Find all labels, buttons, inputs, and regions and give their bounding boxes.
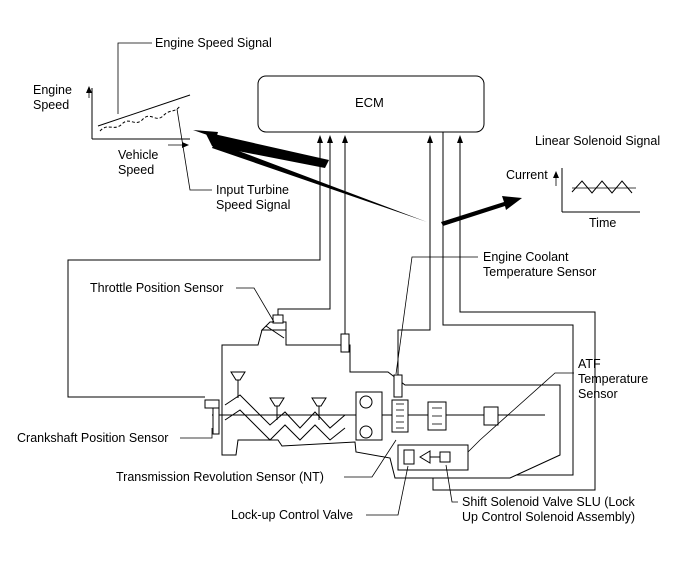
current-axis-label: Current [506,168,548,182]
linear-solenoid-signal-label: Linear Solenoid Signal [535,134,661,148]
current-signal-wave [571,180,633,194]
leader-lines [180,256,574,516]
shift-solenoid-valve-label-1: Shift Solenoid Valve SLU (Lock [462,495,635,509]
coolant-sensor [340,333,350,353]
engine-speed-signal-line [97,94,191,127]
ecm-box [257,75,485,133]
crankshaft-position-sensor-label: Crankshaft Position Sensor [17,431,169,445]
atf-label-3: Sensor [578,387,618,401]
time-axis-label: Time [589,216,617,230]
engine-speed-axis-label-2: Speed [33,98,70,112]
throttle-position-sensor-label: Throttle Position Sensor [90,281,224,295]
input-turbine-label-2: Speed Signal [216,198,291,212]
torque-converter [355,391,383,441]
vehicle-speed-axis-label-2: Speed [118,163,155,177]
clutch-pack-1 [391,399,409,433]
output-gear [483,406,499,426]
linear-solenoid-graph [553,168,640,213]
lock-up-control-valve-label: Lock-up Control Valve [231,508,354,522]
nt-sensor [393,374,403,398]
shift-solenoid-valve-slu [439,451,451,463]
engine-speed-signal-label: Engine Speed Signal [155,36,272,50]
vehicle-speed-axis-label-1: Vehicle [118,148,159,162]
lock-up-control-valve [403,449,415,465]
shift-solenoid-valve-label-2: Up Control Solenoid Assembly) [462,510,635,524]
transmission-revolution-sensor-label: Transmission Revolution Sensor (NT) [116,470,324,484]
throttle-body [260,314,287,339]
engine-coolant-label-1: Engine Coolant [483,250,569,264]
ecm-to-graph-arrow-body [205,132,329,168]
ecm-to-solenoid-graph-arrow [441,196,522,226]
atf-label-2: Temperature [578,372,649,386]
engine-speed-graph [86,42,212,191]
input-turbine-speed-signal-line [99,105,181,132]
engine-internals [224,371,346,441]
ecm-signal-wires [67,132,596,491]
atf-label-1: ATF [578,357,601,371]
engine-speed-axis-label-1: Engine [33,83,72,97]
engine-coolant-label-2: Temperature Sensor [483,265,597,279]
clutch-pack-2 [427,401,447,431]
input-turbine-label-1: Input Turbine [216,183,289,197]
ecm-label: ECM [355,95,384,110]
